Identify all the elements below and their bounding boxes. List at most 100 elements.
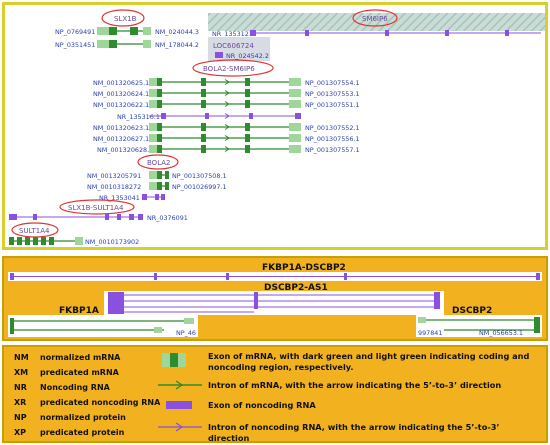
exon-mrna	[149, 171, 157, 179]
transcript-label: NP_001307552.1	[305, 124, 360, 132]
legend-exon-dark	[170, 353, 178, 367]
exon-ncrna	[161, 113, 166, 119]
exon-ncrna	[105, 214, 109, 220]
legend-arrow	[175, 422, 184, 432]
exon-mrna	[149, 78, 157, 86]
gene-label-sm6ip6: SM6IP6	[362, 15, 388, 23]
exon-ncrna	[295, 113, 301, 119]
exon-mrna	[289, 89, 301, 97]
exon-mrna	[97, 27, 109, 35]
exon-mrna	[149, 123, 157, 131]
exon-mrna	[109, 27, 117, 35]
abbr-code: NP	[14, 413, 27, 422]
gene-label-loc: LOC606724	[213, 42, 254, 50]
gene-label-slx1b: SLX1B	[114, 15, 137, 23]
direction-arrow	[224, 101, 230, 107]
transcript-label: NP_001307554.1	[305, 79, 360, 87]
transcript-label: NP_001307551.1	[305, 101, 360, 109]
direction-arrow	[224, 79, 230, 85]
direction-arrow	[224, 124, 230, 130]
gene-label-sult1a4: SULT1A4	[19, 227, 50, 235]
abbr-code: NM	[14, 353, 29, 362]
exon-ncrna	[9, 214, 17, 220]
transcript-label: NM_0010318272	[87, 183, 141, 191]
direction-arrow	[224, 135, 230, 141]
exon-mrna	[9, 237, 14, 245]
exon-mrna	[130, 27, 138, 35]
legend-exon-light	[162, 353, 170, 367]
exon-mrna	[201, 123, 206, 131]
exon-mrna	[157, 171, 162, 179]
exon-mrna	[49, 237, 54, 245]
transcript-label: NP_001307553.1	[305, 90, 360, 98]
transcript-label: NR_0376091	[147, 214, 188, 222]
exon-mrna	[143, 40, 151, 48]
exon-ncrna	[305, 30, 309, 36]
exon-ncrna	[129, 214, 134, 220]
exon-mrna	[245, 145, 250, 153]
exon-ncrna	[385, 30, 389, 36]
bola2-sm6ip6-transcripts: NM_001320625.1 NP_001307554.1 NM_0013206…	[93, 78, 360, 154]
exon-ncrna	[249, 113, 253, 119]
exon-mrna	[165, 182, 169, 190]
exon-mrna	[201, 134, 206, 142]
transcript-label: NM_001320623.1	[93, 124, 149, 132]
gene-label-dscbp2: DSCBP2	[452, 306, 492, 316]
gene-label-fkbp1a-dscbp2: FKBP1A-DSCBP2	[262, 263, 346, 273]
exon-ncrna	[161, 194, 165, 200]
transcript-label: NM_001320624.1	[93, 90, 149, 98]
exon-ncrna	[33, 214, 37, 220]
abbr-code: XM	[14, 368, 29, 377]
exon-mrna	[245, 89, 250, 97]
exon-mrna	[149, 100, 157, 108]
exon-mrna	[25, 237, 30, 245]
fkbp1a-dscbp2-panel: FKBP1A-DSCBP2 DSCBP2-AS1 FKBP1A NP_46 DS…	[2, 256, 548, 341]
slx1b-sult1a4-ellipse	[59, 199, 135, 215]
exon-mrna	[33, 237, 38, 245]
gene-label-slx1b-sult1a4: SLX1B-SULT1A4	[68, 204, 124, 212]
abbr-name: normalized mRNA	[40, 353, 121, 362]
transcript-label: NP_0351451	[55, 41, 95, 49]
exon-mrna	[157, 89, 162, 97]
exon-mrna	[201, 145, 206, 153]
transcript-label: NP_001026997.1	[172, 183, 227, 191]
exon-mrna	[245, 123, 250, 131]
exon-mrna	[165, 171, 169, 179]
exon-mrna	[109, 40, 117, 48]
transcript-label: NM_001320625.1	[93, 79, 149, 87]
transcript-label: NM_0010173902	[85, 238, 139, 246]
exon-mrna	[75, 237, 83, 245]
exon-mrna	[149, 134, 157, 142]
sm6ip6-region	[208, 13, 545, 31]
exon-mrna	[201, 89, 206, 97]
exon-mrna	[157, 78, 162, 86]
transcript-label: NP_001307557.1	[305, 146, 360, 154]
fkbp1a-track	[8, 315, 198, 337]
exon-mrna	[149, 89, 157, 97]
abbr-name: Noncoding RNA	[40, 383, 110, 392]
exon-ncrna	[117, 214, 121, 220]
desc-exon-ncrna: Exon of noncoding RNA	[208, 400, 316, 410]
direction-arrow	[224, 113, 230, 119]
abbr-code: XR	[14, 398, 27, 407]
slx1b-ellipse	[101, 9, 145, 27]
transcript-label: NM_056653.1	[479, 329, 523, 337]
exon-mrna	[157, 123, 162, 131]
bola2-sm6ip6-ellipse	[192, 59, 274, 77]
exon-mrna	[157, 134, 162, 142]
exon-mrna	[41, 237, 46, 245]
transcript-label: 997841	[418, 329, 442, 337]
exon-ncrna	[445, 30, 449, 36]
abbr-name: normalized protein	[40, 413, 126, 422]
legend-exon-ncrna	[166, 401, 192, 409]
transcript-label: NP_46	[176, 329, 196, 337]
gene-track-svg: SLX1B SM6IP6 NP_0769491 NM_024044.3 NR_1…	[9, 9, 545, 246]
exon-mrna	[289, 145, 301, 153]
transcript-label: NR_1353121	[212, 30, 253, 38]
exon-mrna	[17, 237, 22, 245]
exon-ncrna	[138, 214, 143, 220]
legend-arrow	[175, 380, 184, 390]
direction-arrow	[224, 90, 230, 96]
exon-mrna	[289, 78, 301, 86]
legend-symbols	[158, 353, 202, 432]
